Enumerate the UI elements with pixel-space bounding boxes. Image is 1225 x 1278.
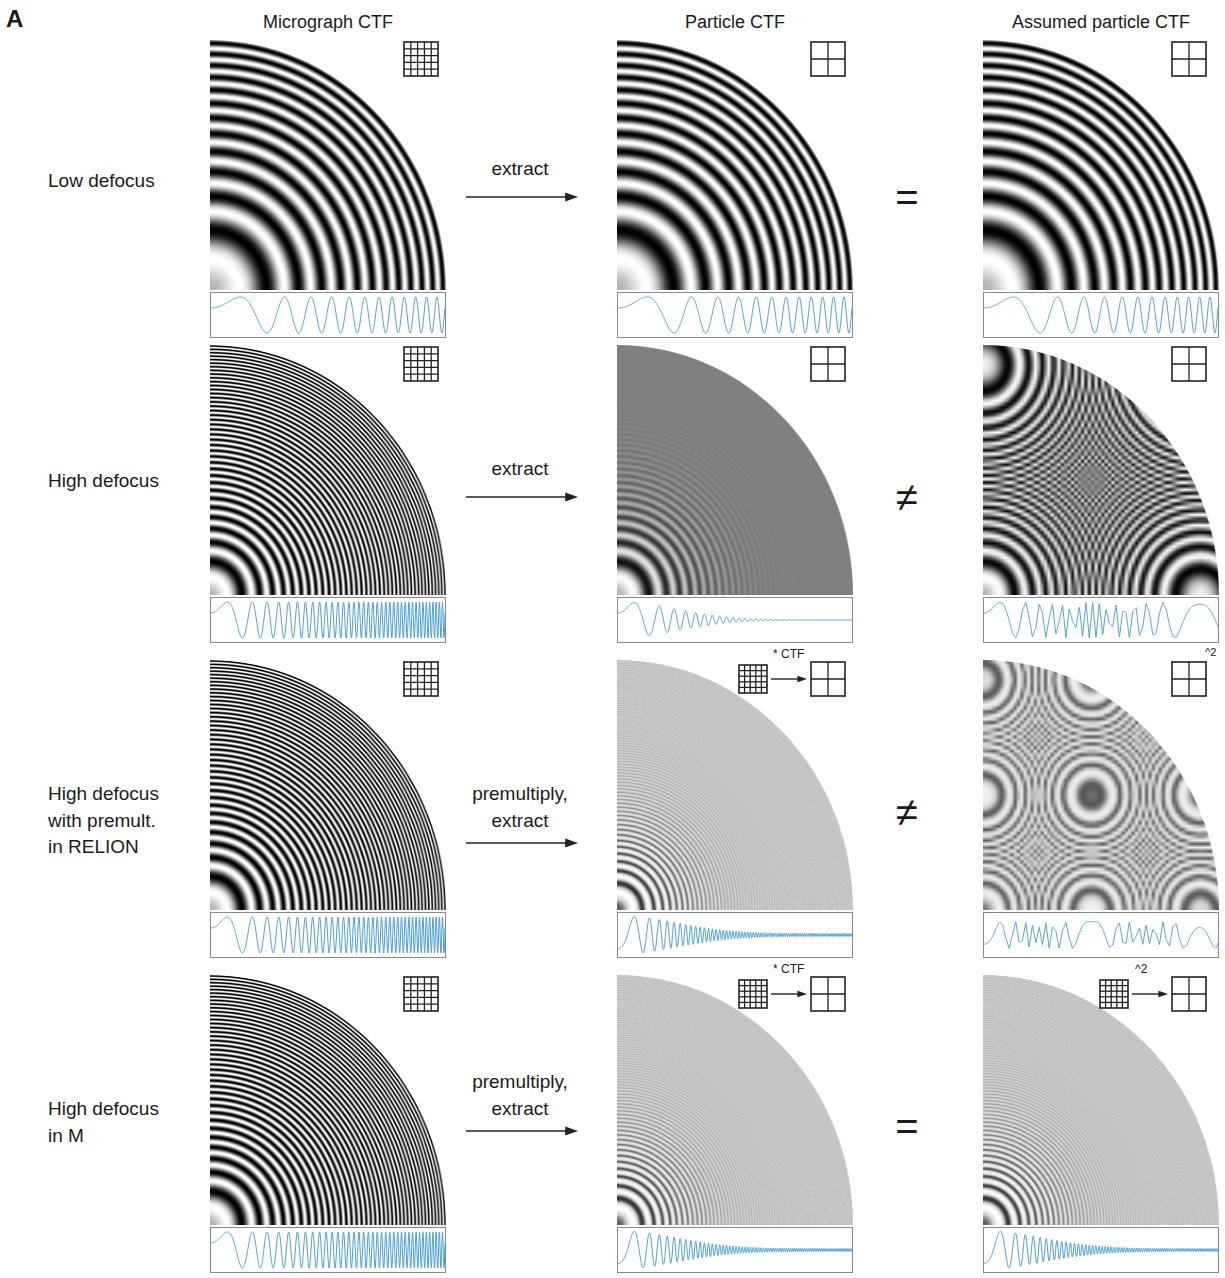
ctf-image <box>210 40 446 290</box>
profile-box <box>211 1228 446 1273</box>
ctf-profile <box>211 297 445 333</box>
grid-icon <box>1172 42 1206 76</box>
row-label: High defocus in M <box>48 1096 172 1149</box>
ctf-profile <box>984 297 1218 333</box>
arrow <box>771 991 807 998</box>
grid-icon <box>404 662 438 696</box>
ctf-profile <box>618 297 852 333</box>
grid-icon <box>1172 347 1206 381</box>
relation-sign: = <box>895 177 918 217</box>
grid-icon <box>811 42 845 76</box>
profile-box <box>211 598 446 643</box>
ctf-image <box>983 345 1219 595</box>
ctf-image <box>617 40 853 290</box>
arrow <box>466 493 578 502</box>
profile-box <box>618 1228 853 1273</box>
grid-icon <box>1172 977 1206 1011</box>
arrow <box>466 839 578 848</box>
column-header: Micrograph CTF <box>263 10 393 35</box>
profile-box <box>984 293 1219 338</box>
grid-icon <box>811 662 845 696</box>
grid-icon <box>1100 980 1128 1008</box>
ctf-profile <box>211 1232 445 1268</box>
ctf-image <box>210 975 446 1225</box>
profile-box <box>211 293 446 338</box>
ctf-image <box>210 660 446 910</box>
grid-icon <box>404 42 438 76</box>
grid-icon <box>404 977 438 1011</box>
ctf-image <box>983 660 1219 910</box>
profile-box <box>211 913 446 958</box>
ctf-image <box>210 345 446 595</box>
step-label: extract <box>491 456 548 483</box>
column-header: Particle CTF <box>685 10 785 35</box>
column-header: Assumed particle CTF <box>1012 10 1190 35</box>
grid-icon <box>1172 662 1206 696</box>
step-label: premultiply, extract <box>450 781 590 834</box>
ctf-image <box>617 660 853 910</box>
panel-letter: A <box>6 2 23 36</box>
arrow <box>466 193 578 202</box>
step-label: extract <box>491 156 548 183</box>
step-label: premultiply, extract <box>450 1069 590 1122</box>
profile-box <box>618 598 853 643</box>
row-label: High defocus with premult. in RELION <box>48 781 172 861</box>
ctf-profile <box>618 916 852 953</box>
row-label: Low defocus <box>48 168 155 195</box>
grid-icon <box>739 665 767 693</box>
row-label: High defocus <box>48 468 159 495</box>
operator-note: * CTF <box>773 961 804 978</box>
ctf-image <box>617 975 853 1225</box>
profile-box <box>984 598 1219 643</box>
ctf-image <box>983 975 1219 1225</box>
ctf-profile <box>984 1231 1218 1268</box>
grid-icon <box>811 977 845 1011</box>
grid-icon <box>404 347 438 381</box>
ctf-profile <box>618 1231 852 1268</box>
operator-note: * CTF <box>773 646 804 663</box>
operator-note: ^2 <box>1205 645 1216 660</box>
ctf-profile <box>211 917 445 953</box>
ctf-profile <box>618 603 852 636</box>
operator-note: ^2 <box>1135 961 1147 978</box>
arrow <box>466 1127 578 1136</box>
ctf-image <box>983 40 1219 290</box>
arrow <box>771 676 807 683</box>
relation-sign: ≠ <box>896 477 918 517</box>
relation-sign: ≠ <box>896 792 918 832</box>
ctf-profile <box>984 602 1218 638</box>
profile-box <box>984 1228 1219 1273</box>
relation-sign: = <box>895 1106 918 1146</box>
profile-box <box>618 293 853 338</box>
grid-icon <box>739 980 767 1008</box>
profile-box <box>618 913 853 958</box>
ctf-profile <box>984 922 1218 949</box>
profile-box <box>984 913 1219 958</box>
ctf-profile <box>211 602 445 638</box>
grid-icon <box>811 347 845 381</box>
ctf-image <box>617 345 853 595</box>
arrow <box>1132 991 1168 998</box>
